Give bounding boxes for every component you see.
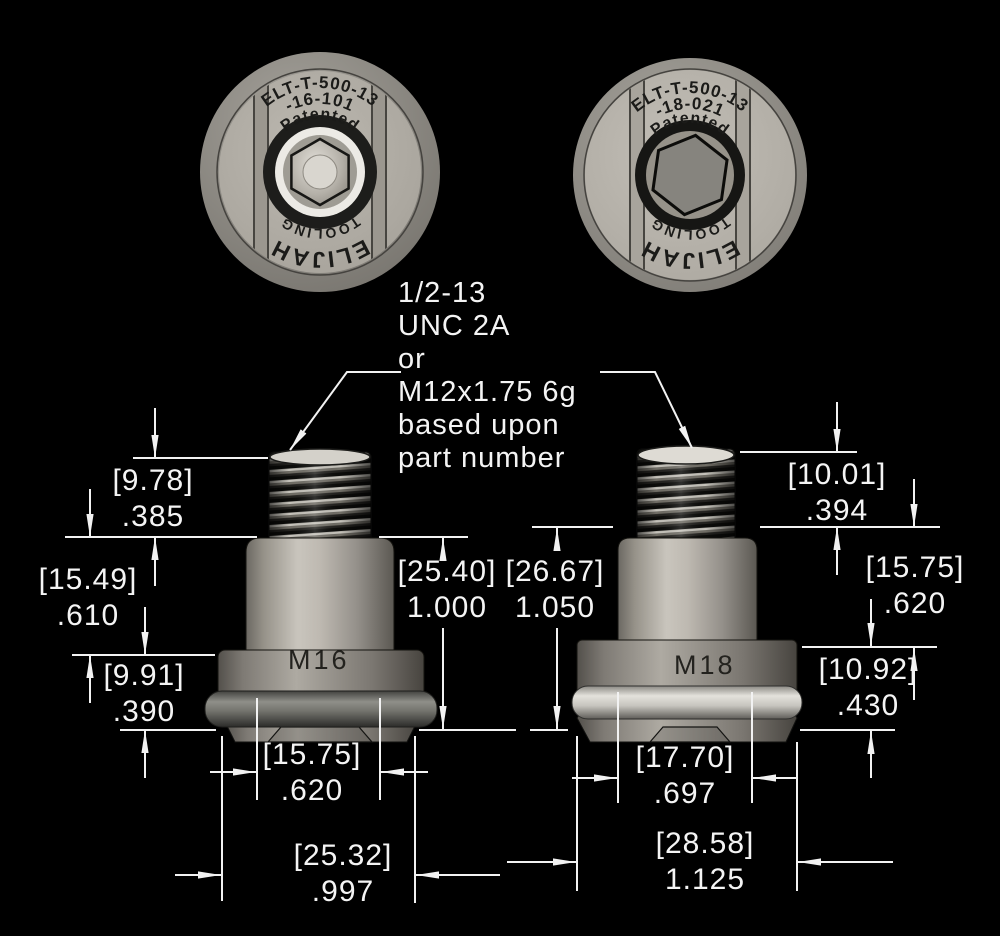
leader-line-left — [289, 371, 401, 451]
dim-inch: .620 — [280, 774, 344, 807]
side-view-m18 — [571, 445, 803, 743]
dim-mm: [28.58] — [655, 827, 755, 860]
dim-m16-thread-length: [9.78] .385 — [95, 463, 211, 535]
o-ring — [204, 690, 438, 728]
dim-inch: .385 — [121, 500, 185, 533]
stud-top-cap — [637, 445, 735, 465]
note-line: or — [398, 343, 426, 375]
dim-m16-flange-height: [9.91] .390 — [89, 658, 199, 730]
stud-top-cap — [269, 448, 371, 466]
dim-m18-flange-diameter: [28.58] 1.125 — [649, 826, 761, 898]
dim-inch: .430 — [836, 689, 900, 722]
dim-mm: [25.32] — [293, 839, 393, 872]
dimension-lines — [65, 371, 940, 903]
top-view-m18: ELT-T-500-13 -18-021 Patented ELIJAH TOO… — [573, 58, 807, 292]
dim-inch: 1.000 — [406, 591, 488, 624]
side-view-m16 — [204, 448, 438, 743]
leader-line-right — [600, 371, 693, 449]
rim-edge — [583, 68, 797, 282]
dim-inch: .390 — [112, 695, 176, 728]
dim-mm: [10.01] — [787, 458, 887, 491]
note-line: part number — [398, 442, 566, 474]
dim-mm: [25.40] — [397, 555, 497, 588]
pilot-detail — [648, 726, 732, 743]
body-cylinder — [245, 537, 395, 655]
dim-mm: [9.91] — [103, 659, 185, 692]
rim-edge — [216, 68, 424, 276]
body-cylinder — [617, 537, 758, 648]
note-line: UNC 2A — [398, 310, 511, 342]
dim-inch: .610 — [56, 599, 120, 632]
stud-shading — [269, 452, 371, 542]
dim-inch: .394 — [805, 494, 869, 527]
dim-inch: 1.050 — [514, 591, 596, 624]
dim-mm: [15.75] — [865, 551, 965, 584]
wrench-flats — [253, 71, 387, 273]
hex-cone-highlight — [302, 154, 338, 190]
label-m16: M16 — [288, 645, 350, 675]
dim-m16-flange-diameter: [25.32] .997 — [287, 838, 399, 910]
dim-inch: .997 — [311, 875, 375, 908]
dim-mm: [17.70] — [635, 741, 735, 774]
dim-m18-pilot-diameter: [17.70] .697 — [629, 740, 741, 812]
o-ring — [571, 685, 803, 720]
thread-spec-note: 1/2-13 UNC 2A or M12x1.75 6g based upon … — [398, 277, 577, 475]
hex-socket — [651, 133, 729, 217]
dim-inch: 1.125 — [664, 863, 746, 896]
stud-shading — [637, 449, 735, 542]
dim-mm: [9.78] — [112, 464, 194, 497]
dim-inch: .697 — [653, 777, 717, 810]
label-m18: M18 — [674, 650, 736, 680]
dim-m16-overall-height: [25.40] 1.000 — [391, 554, 503, 626]
note-line: 1/2-13 — [398, 277, 487, 309]
dim-m16-body-height: [15.49] .610 — [28, 562, 148, 634]
note-line: based upon — [398, 409, 560, 441]
dim-m18-overall-height: [26.67] 1.050 — [499, 554, 611, 626]
dim-m16-pilot-diameter: [15.75] .620 — [256, 737, 368, 809]
wrench-flats — [629, 70, 751, 280]
dim-mm: [10.92] — [818, 653, 918, 686]
note-line: M12x1.75 6g — [398, 376, 577, 408]
dim-m18-flange-height: [10.92] .430 — [812, 652, 924, 724]
dim-mm: [15.75] — [262, 738, 362, 771]
dim-m18-body-height: [15.75] .620 — [859, 550, 971, 622]
dim-m18-thread-length: [10.01] .394 — [781, 457, 893, 529]
dim-mm: [15.49] — [38, 563, 138, 596]
top-view-m16: ELT-T-500-13 -16-101 Patented ELIJAH TOO… — [200, 52, 440, 292]
dim-mm: [26.67] — [505, 555, 605, 588]
dim-inch: .620 — [883, 587, 947, 620]
